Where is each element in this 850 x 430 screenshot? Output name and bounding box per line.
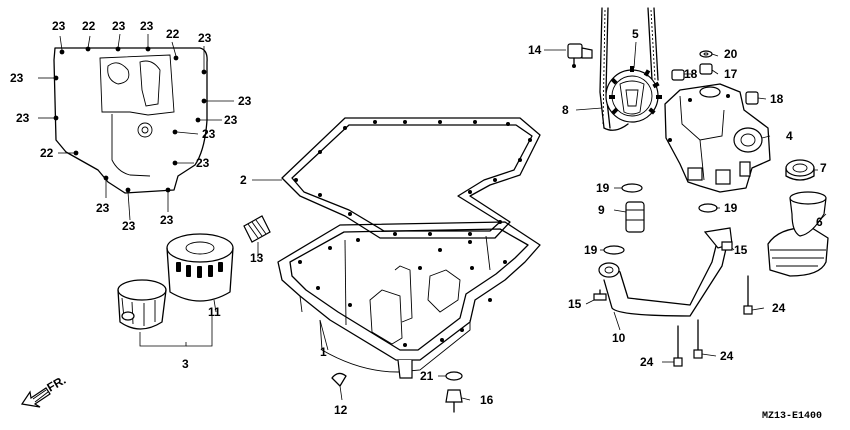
callout-23g: 23 (16, 111, 30, 125)
oil-pump-small-parts (671, 50, 759, 105)
callout-23i: 23 (202, 127, 216, 141)
callout-5: 5 (632, 27, 639, 41)
callout-13: 13 (250, 251, 264, 265)
callout-23l: 23 (122, 219, 136, 233)
callout-17: 17 (724, 67, 738, 81)
callout-23b: 23 (112, 19, 126, 33)
oil-pipe (598, 227, 733, 317)
callout-4: 4 (786, 129, 793, 143)
oil-strainer (767, 191, 829, 277)
oil-filter-boss (243, 215, 271, 258)
callout-23e: 23 (10, 71, 24, 85)
callout-23f: 23 (238, 94, 252, 108)
callout-18a: 18 (684, 67, 698, 81)
oil-pan-gasket (281, 117, 541, 239)
oil-pressure-switch (567, 43, 593, 68)
callout-16: 16 (480, 393, 494, 407)
callout-9: 9 (598, 203, 605, 217)
callout-11: 11 (208, 305, 221, 319)
diagram-code: MZ13-E1400 (762, 411, 822, 422)
callout-6: 6 (816, 215, 823, 229)
callout-14: 14 (528, 43, 542, 57)
oil-filter (166, 233, 234, 302)
callout-18b: 18 (770, 92, 784, 106)
callout-3: 3 (182, 357, 189, 371)
callout-19c: 19 (584, 243, 598, 257)
callout-23a: 23 (52, 19, 66, 33)
front-direction-arrow-icon (20, 387, 51, 408)
oil-pump-sprocket (605, 66, 662, 123)
oil-filter-wrench (117, 279, 167, 330)
callout-23d: 23 (198, 31, 212, 45)
callout-21: 21 (420, 369, 434, 383)
callout-22c: 22 (40, 146, 54, 160)
callout-24b: 24 (640, 355, 654, 369)
callout-22b: 22 (166, 27, 180, 41)
gasket-leader-lines (38, 33, 234, 221)
callout-10: 10 (612, 331, 626, 345)
callout-2: 2 (240, 173, 247, 187)
callout-24a: 24 (772, 301, 786, 315)
oil-joint (603, 183, 718, 255)
callout-23m: 23 (160, 213, 174, 227)
callout-12: 12 (334, 403, 348, 417)
callout-23k: 23 (96, 201, 110, 215)
oil-pump (664, 83, 771, 193)
crankcase-cover-gasket (53, 46, 208, 194)
callout-1: 1 (320, 345, 327, 359)
callout-15b: 15 (734, 243, 748, 257)
callout-leader-lines (139, 41, 827, 401)
callout-19a: 19 (596, 181, 610, 195)
callout-22a: 22 (82, 19, 96, 33)
callout-numbers: 1 2 3 4 5 6 7 8 9 10 11 12 13 14 15 15 1… (10, 19, 827, 417)
callout-24c: 24 (720, 349, 734, 363)
callout-19b: 19 (724, 201, 738, 215)
callout-23c: 23 (140, 19, 154, 33)
callout-8: 8 (562, 103, 569, 117)
bolts (331, 241, 753, 413)
callout-23j: 23 (196, 156, 210, 170)
callout-20: 20 (724, 47, 738, 61)
oil-pan (277, 221, 541, 379)
callout-15a: 15 (568, 297, 582, 311)
callout-23h: 23 (224, 113, 238, 127)
callout-7: 7 (820, 161, 827, 175)
oil-seal (785, 159, 815, 181)
